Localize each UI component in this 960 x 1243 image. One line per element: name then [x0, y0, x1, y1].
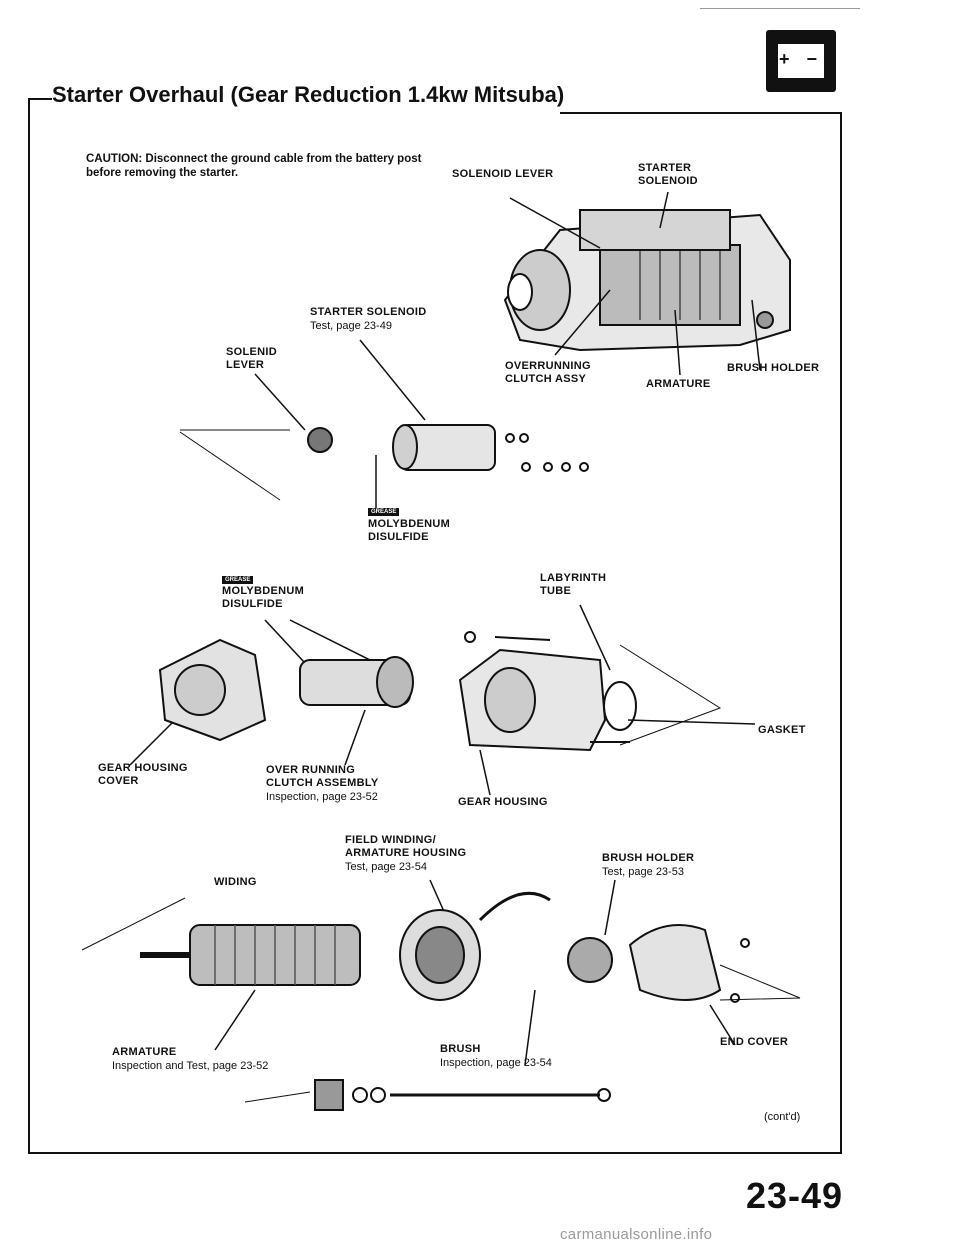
ref-armature: Inspection and Test, page 23-52: [112, 1060, 269, 1072]
grease-tag: GREASE: [222, 576, 254, 584]
battery-icon: + −: [766, 30, 836, 92]
caution-note: CAUTION: Disconnect the ground cable fro…: [86, 153, 422, 179]
ref-over-running-clutch: Inspection, page 23-52: [266, 791, 378, 803]
diagram-frame: [28, 112, 842, 1154]
label-brush: BRUSH: [440, 1043, 481, 1055]
label-over-running-clutch: OVER RUNNING CLUTCH ASSEMBLY: [266, 764, 379, 789]
page-number: 23-49: [746, 1175, 844, 1216]
page-title: Starter Overhaul (Gear Reduction 1.4kw M…: [52, 82, 565, 107]
label-starter-solenoid-top: STARTER SOLENOID: [638, 162, 698, 187]
label-brush-holder-top: BRUSH HOLDER: [727, 362, 820, 374]
continued-note: (cont'd): [764, 1111, 801, 1123]
frame-corner: [28, 98, 52, 114]
ref-field-winding: Test, page 23-54: [345, 861, 427, 873]
label-molybdenum-disulfide-1: MOLYBDENUM DISULFIDE: [368, 518, 451, 543]
label-widing: WIDING: [214, 876, 257, 888]
ref-starter-solenoid: Test, page 23-49: [310, 320, 392, 332]
assembled-starter-drawing: [503, 209, 791, 352]
label-field-winding: FIELD WINDING/ ARMATURE HOUSING: [345, 834, 467, 859]
label-armature: ARMATURE: [112, 1046, 177, 1058]
label-gear-housing: GEAR HOUSING: [458, 796, 548, 808]
grease-tag: GREASE: [368, 508, 400, 516]
through-bolt-drawing: [244, 1079, 611, 1111]
solenoid-parts-drawing: [179, 424, 589, 501]
ref-brush: Inspection, page 23-54: [440, 1057, 552, 1069]
grease-icon: GREASE: [368, 500, 400, 518]
label-starter-solenoid: STARTER SOLENOID: [310, 306, 427, 318]
ref-brush-holder: Test, page 23-53: [602, 866, 684, 878]
gear-housing-drawing: [158, 631, 722, 752]
label-gear-housing-cover: GEAR HOUSING COVER: [98, 762, 188, 787]
label-gasket: GASKET: [758, 724, 806, 736]
battery-icon-label: + −: [776, 42, 826, 80]
label-solenoid-lever-top: SOLENOID LEVER: [452, 168, 554, 180]
armature-housing-drawing: [81, 891, 801, 1003]
label-molybdenum-disulfide-2: MOLYBDENUM DISULFIDE: [222, 585, 305, 610]
frame-top-rule: [560, 112, 840, 114]
label-solenid-lever: SOLENID LEVER: [226, 346, 277, 371]
label-overrunning-clutch-assy: OVERRUNNING CLUTCH ASSY: [505, 360, 591, 385]
top-rule: [700, 8, 860, 9]
watermark: carmanualsonline.info: [560, 1226, 713, 1243]
label-labyrinth-tube: LABYRINTH TUBE: [540, 572, 607, 597]
label-armature-top: ARMATURE: [646, 378, 711, 390]
grease-icon: GREASE: [222, 568, 254, 586]
label-brush-holder: BRUSH HOLDER: [602, 852, 695, 864]
label-end-cover: END COVER: [720, 1036, 789, 1048]
